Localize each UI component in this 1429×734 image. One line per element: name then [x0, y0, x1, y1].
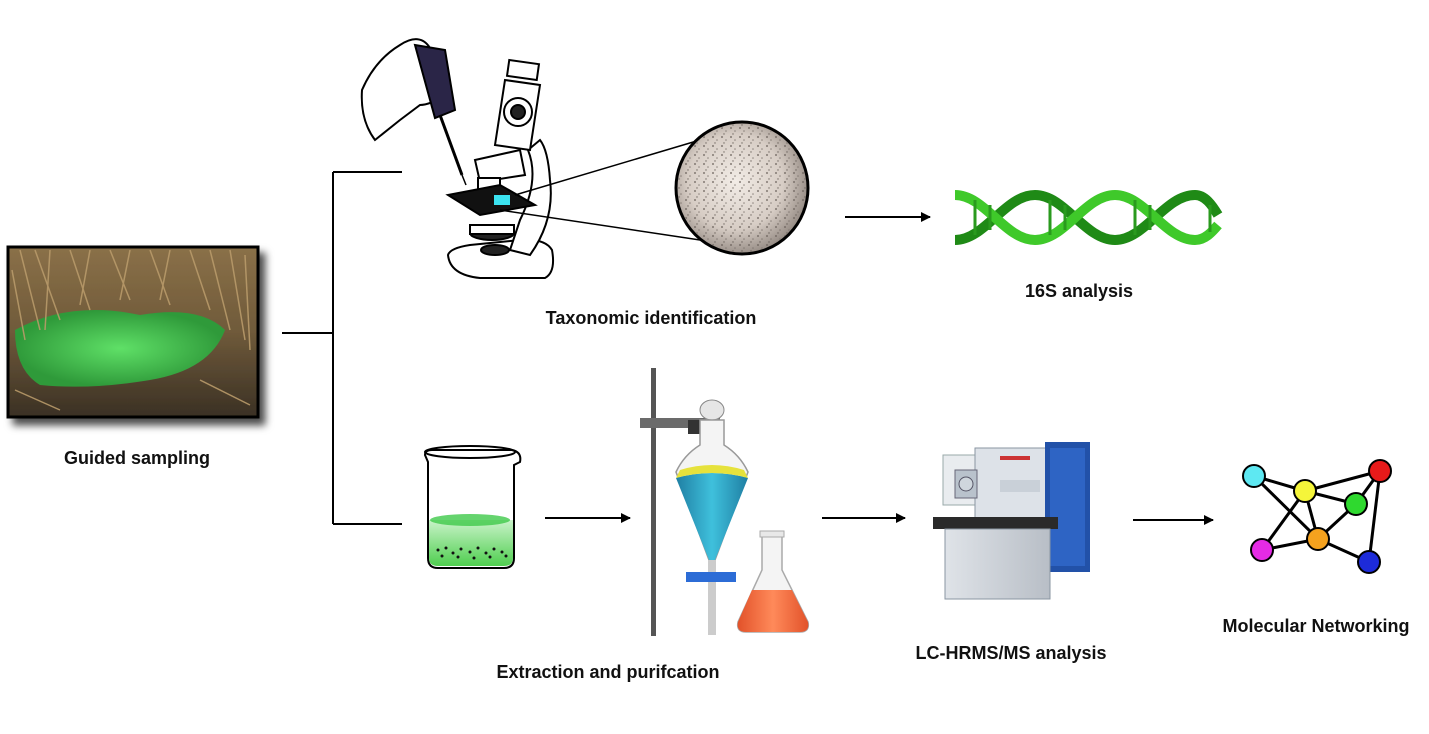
erlenmeyer-flask-illustration	[736, 530, 810, 633]
separatory-funnel-illustration	[640, 368, 749, 636]
guided-sampling-label: Guided sampling	[63, 448, 211, 468]
network-node	[1250, 538, 1274, 562]
network-node	[1242, 464, 1266, 488]
network-node	[1306, 527, 1330, 551]
extraction-purification-label: Extraction and purifcation	[496, 662, 720, 682]
network-node	[1344, 492, 1368, 516]
molecular-networking-label: Molecular Networking	[1222, 616, 1410, 636]
molecular-network-graph	[1242, 459, 1392, 574]
network-node	[1368, 459, 1392, 483]
branch-connector	[282, 171, 402, 525]
network-node	[1293, 479, 1317, 503]
taxonomic-identification-label: Taxonomic identification	[545, 308, 757, 328]
dna-helix-icon	[954, 189, 1223, 246]
lc-hrms-label: LC-HRMS/MS analysis	[915, 643, 1107, 663]
beaker-illustration	[423, 445, 522, 569]
microscope-illustration	[360, 38, 555, 279]
16s-analysis-label: 16S analysis	[1024, 281, 1134, 301]
magnified-view	[499, 120, 810, 256]
network-node	[1357, 550, 1381, 574]
sampling-photo	[6, 245, 260, 419]
mass-spectrometer-illustration	[933, 442, 1090, 600]
